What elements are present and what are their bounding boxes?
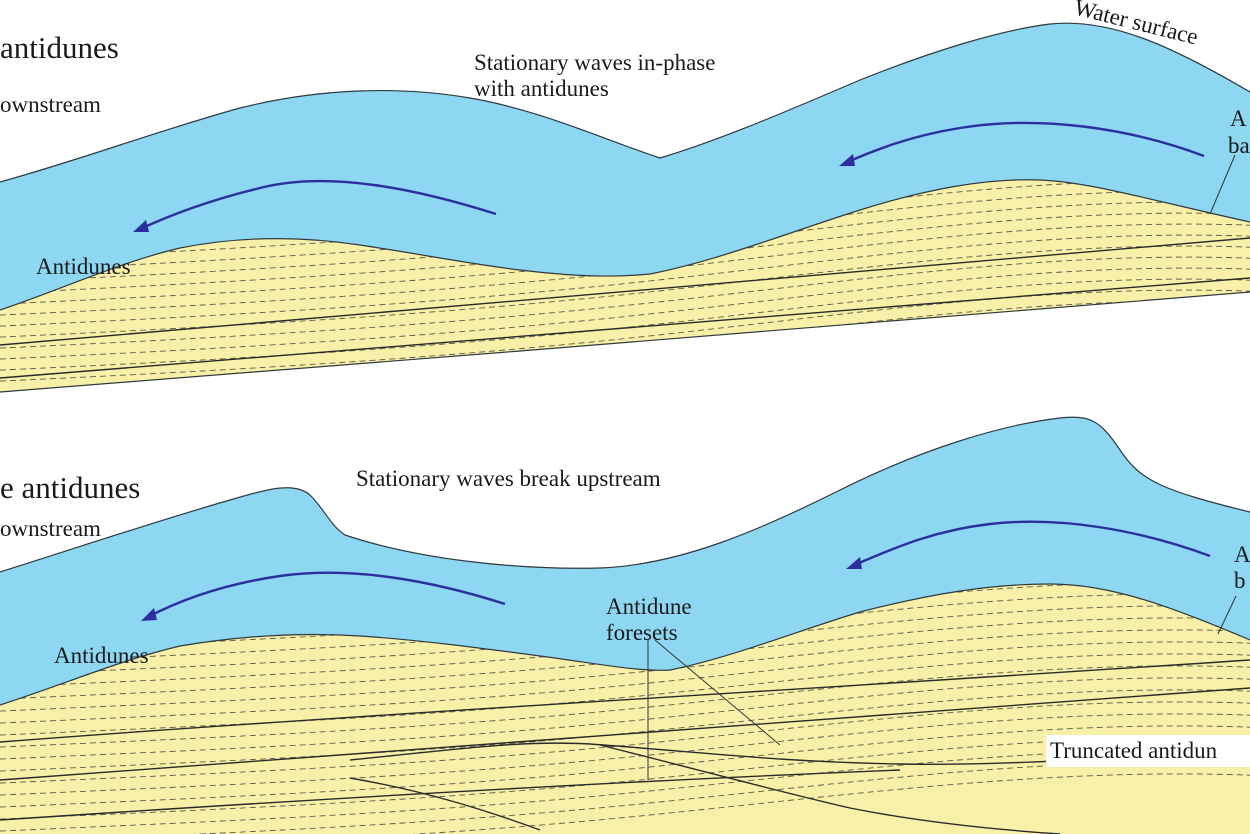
top-flow-arrow-left-head [133, 220, 149, 232]
top-right-label-line1: A [1230, 106, 1247, 131]
top-lamina [0, 234, 1250, 328]
top-lamina [0, 245, 1250, 339]
bottom-lamina [0, 677, 1250, 761]
bottom-truncation-surface-3 [599, 744, 1061, 834]
bottom-lamina [0, 701, 1250, 785]
bottom-right-label-line2: b [1234, 568, 1246, 593]
top-lamina [0, 289, 1250, 383]
top-antidunes-label: Antidunes [36, 254, 131, 279]
bottom-sediment-body [0, 584, 1250, 834]
foresets-label-line1: Antidune [606, 594, 692, 619]
top-waves-label-line1: Stationary waves in-phase [474, 50, 715, 75]
top-lamina [0, 256, 1250, 350]
bottom-lamina [0, 689, 1250, 773]
top-bed-surface-line [0, 179, 1250, 311]
top-sediment-body [0, 179, 1250, 392]
bottom-downstream-label: ownstream [0, 516, 101, 541]
bottom-panel: e antidunes ownstream Stationary waves b… [0, 416, 1250, 834]
top-panel: antidunes ownstream Stationary waves in-… [0, 0, 1250, 393]
bottom-water-body [0, 417, 1250, 705]
top-right-label-line2: ba [1228, 133, 1250, 158]
top-lamina [0, 267, 1250, 361]
top-flow-arrow-right [844, 121, 1205, 165]
top-flow-arrow-right-head [839, 154, 855, 166]
top-lamina [0, 278, 1250, 372]
bottom-flow-arrow-right [851, 520, 1211, 568]
top-panel-title: antidunes [0, 30, 119, 65]
bottom-lamina [0, 665, 1250, 749]
bottom-panel-title: e antidunes [0, 470, 140, 505]
bottom-waves-label: Stationary waves break upstream [356, 466, 661, 491]
bottom-bed-surface-line [0, 583, 1250, 706]
bottom-flow-arrow-left [145, 571, 506, 620]
bottom-lamina [0, 641, 1250, 725]
foresets-leader-2 [654, 639, 781, 746]
top-base-line [0, 291, 1250, 393]
bottom-lamina [0, 653, 1250, 737]
bottom-water-surface-line [0, 416, 1250, 573]
bottom-lamina [0, 713, 1250, 797]
bottom-lamina [0, 773, 1250, 834]
top-water-surface-line [0, 22, 1250, 183]
truncated-label-bg [1046, 735, 1250, 767]
top-right-leader [1209, 154, 1236, 215]
bottom-truncation-surface-4 [0, 769, 901, 821]
bottom-right-label-line1: A [1234, 542, 1250, 567]
bottom-lamina [0, 629, 1250, 713]
top-flow-arrow-left [137, 179, 497, 232]
bottom-truncation-surface-2 [349, 777, 541, 831]
bottom-lamina [0, 725, 1250, 809]
bottom-right-leader [1217, 595, 1237, 635]
truncated-antidunes-label: Truncated antidun [1050, 738, 1218, 763]
bottom-set-boundary-1 [0, 659, 1250, 743]
foresets-label-line2: foresets [606, 620, 678, 645]
bottom-flow-arrow-right-head [846, 557, 862, 569]
bottom-flow-arrow-left-head [141, 608, 157, 621]
top-downstream-label: ownstream [0, 92, 101, 117]
bottom-antidunes-label: Antidunes [54, 643, 149, 668]
top-waves-label-line2: with antidunes [474, 76, 609, 101]
